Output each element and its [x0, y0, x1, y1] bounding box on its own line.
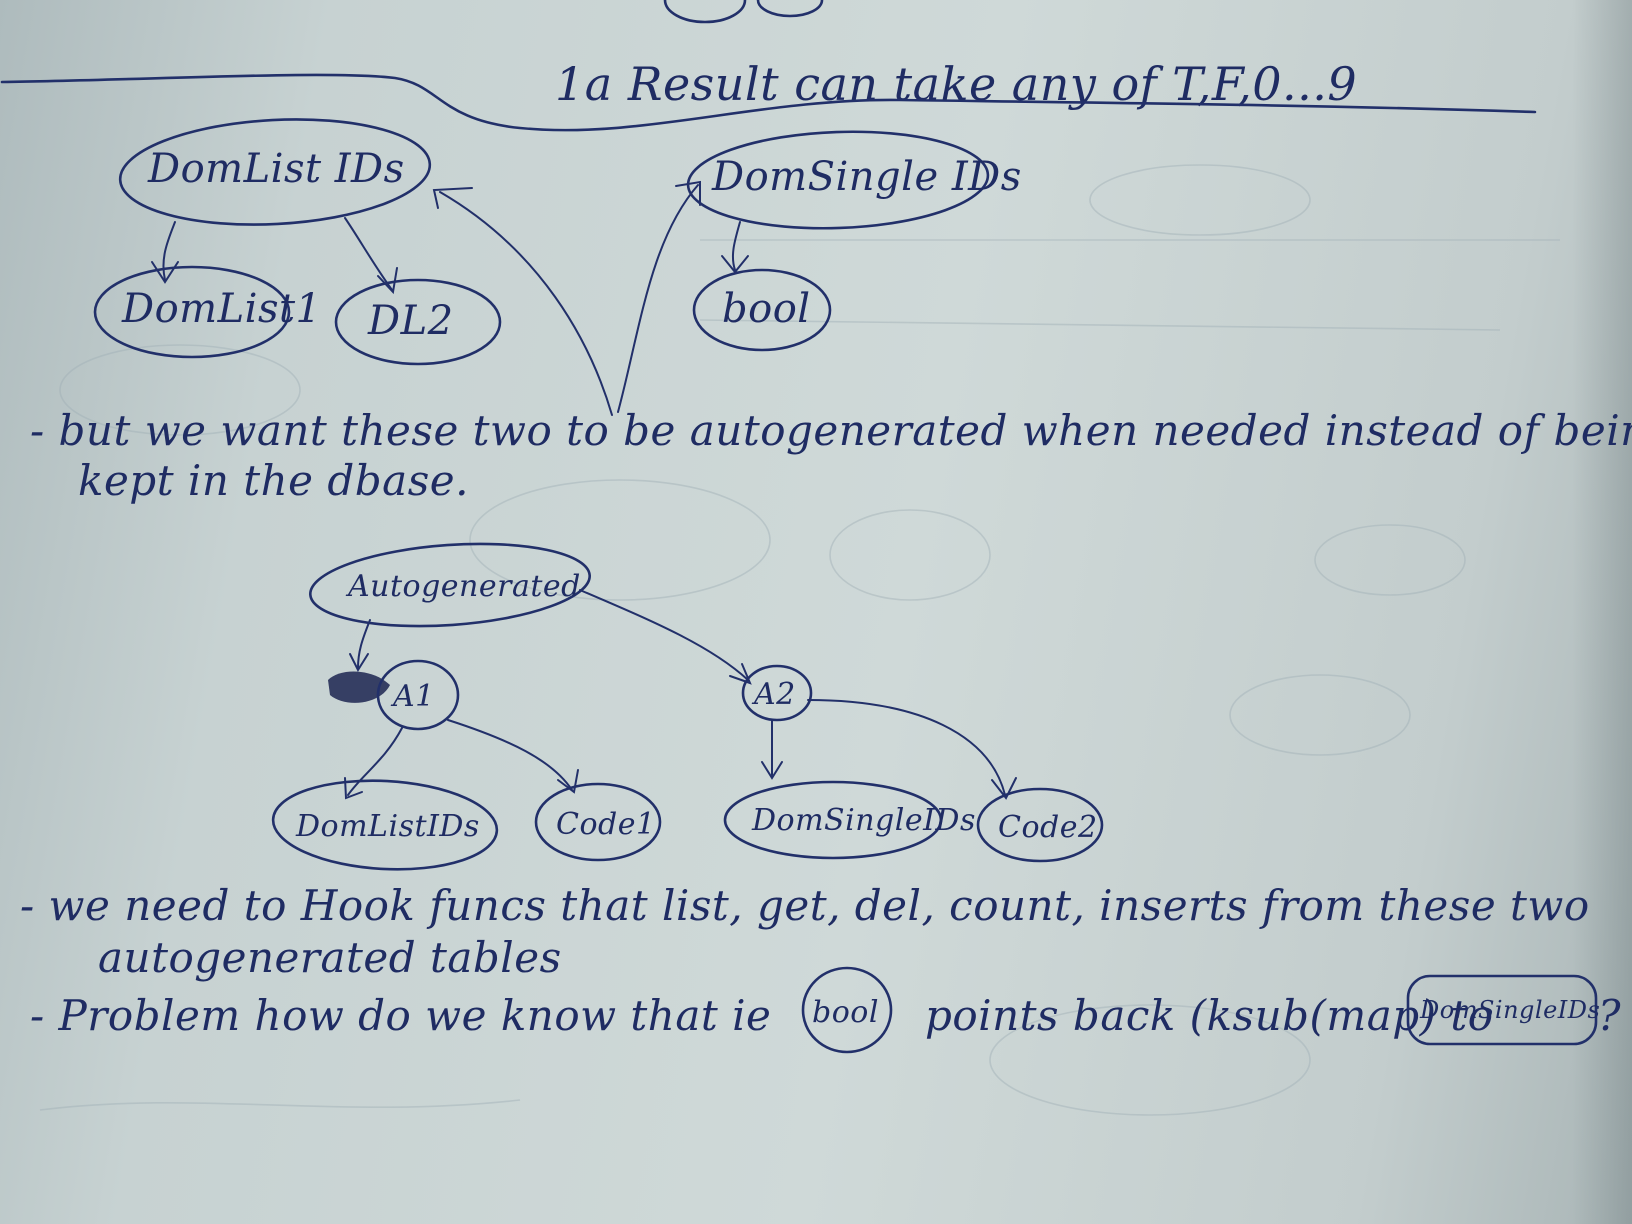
node-domlist-ids: DomList IDs: [118, 118, 432, 226]
node-label: DomListIDs: [295, 809, 480, 844]
top-arrows: [151, 180, 749, 416]
note-line-3: - we need to Hook funcs that list, get, …: [20, 881, 1590, 930]
node-domsingle-ids-2: DomSingleIDs: [723, 780, 976, 860]
node-label: DomSingleIDs: [751, 803, 976, 838]
note-line-5-boxed: DomSingleIDs: [1419, 996, 1600, 1024]
node-label: A1: [390, 679, 435, 714]
node-domsingle-ids: DomSingle IDs: [686, 130, 1022, 230]
note-line-4: autogenerated tables: [98, 933, 562, 982]
node-label: Code2: [998, 810, 1098, 845]
bleed-through-marks: [39, 164, 1560, 1116]
node-label: Code1: [556, 807, 656, 842]
separator-line: [0, 73, 1537, 132]
node-label: A2: [751, 677, 796, 712]
node-a2: A2: [741, 664, 813, 722]
note-line-5-start: - Problem how do we know that ie: [30, 991, 771, 1040]
node-label: Autogenerated: [345, 569, 581, 604]
node-autogenerated: Autogenerated: [309, 542, 591, 628]
bottom-arrows: [344, 589, 1017, 800]
note-line-2: kept in the dbase.: [78, 456, 469, 505]
node-label: DomList1: [121, 286, 322, 332]
node-label: bool: [722, 286, 811, 332]
node-code1: Code1: [534, 782, 662, 862]
top-cut-circles: [663, 0, 824, 24]
scribble-blot: [328, 671, 390, 703]
node-dl2: DL2: [334, 278, 502, 366]
node-label: DomSingle IDs: [711, 154, 1022, 200]
node-a1: A1: [328, 659, 460, 731]
node-domlist-ids-2: DomListIDs: [271, 779, 499, 871]
header-note: 1a Result can take any of T,F,0...9: [555, 57, 1357, 111]
node-label: DomList IDs: [147, 146, 405, 192]
node-label: DL2: [367, 298, 454, 344]
note-line-5-end: ?: [1598, 991, 1621, 1040]
node-code2: Code2: [976, 787, 1104, 863]
page-edge-shadow: [1572, 0, 1632, 1224]
note-line-5: - Problem how do we know that ie bool po…: [30, 966, 1621, 1054]
note-line-5-bool: bool: [812, 995, 879, 1030]
node-domlist1: DomList1: [93, 265, 322, 359]
note-line-1: - but we want these two to be autogenera…: [30, 406, 1632, 455]
note-line-5-middle: points back (ksub(map) to: [925, 991, 1494, 1040]
node-bool-top: bool: [692, 268, 832, 352]
